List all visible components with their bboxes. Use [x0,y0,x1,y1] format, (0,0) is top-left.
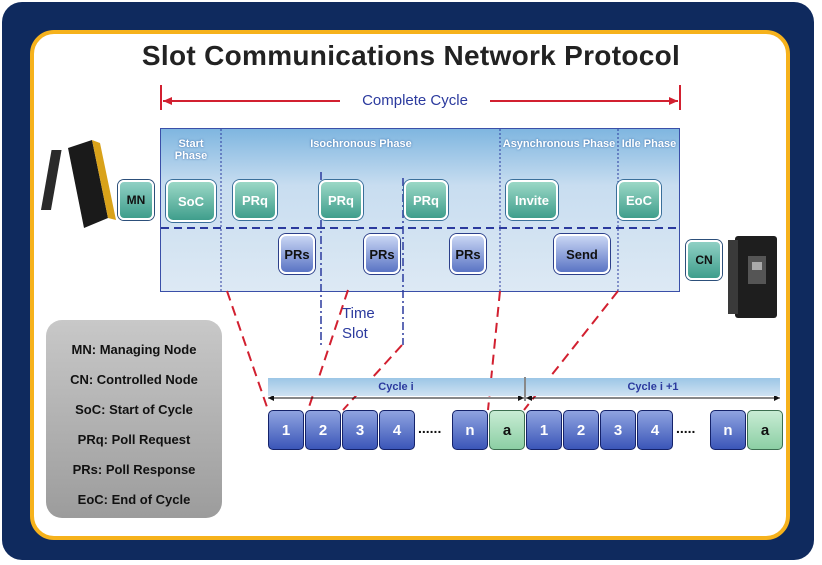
mn-device-icon [40,140,116,228]
cycle-i1-slot-3: 3 [600,410,636,450]
legend-item-eoc: EoC: End of Cycle [77,492,191,507]
cycle-i1-slot-a: a [747,410,783,450]
phase-label-asynchronous: Asynchronous Phase [502,138,616,150]
prq-message-2: PRq [319,180,363,220]
prs-message-2: PRs [364,234,400,274]
arrowhead-right [669,97,678,105]
time-slot-label: Time Slot [342,304,375,344]
legend-item-cn: CN: Controlled Node [70,372,198,387]
prq-message-3: PRq [404,180,448,220]
cycle-i-slot-n: n [452,410,488,450]
prq-message-1: PRq [233,180,277,220]
complete-cycle-label: Complete Cycle [340,92,490,109]
legend-box: MN: Managing Node CN: Controlled Node So… [46,320,222,518]
cycle-i-slot-4: 4 [379,410,415,450]
cycle-i1-label: Cycle i +1 [526,378,780,396]
soc-message: SoC [166,180,216,222]
legend-item-prs: PRs: Poll Response [72,462,196,477]
cycle-i1-slot-1: 1 [526,410,562,450]
cycle-i-label: Cycle i [268,378,524,396]
eoc-message: EoC [617,180,661,220]
cycle-i1-ellipsis: ..... [676,420,696,436]
mn-node: MN [118,180,154,220]
map-line-5 [523,290,619,411]
phase-label-isochronous: Isochronous Phase [310,138,412,150]
cycle-i1-slot-n: n [710,410,746,450]
phase-label-idle: Idle Phase [621,138,677,150]
legend-item-mn: MN: Managing Node [71,342,197,357]
legend-item-prq: PRq: Poll Request [77,432,191,447]
time-slot-line-2: Slot [342,325,368,342]
diagram-title: Slot Communications Network Protocol [141,40,681,71]
cycle-i-slot-1: 1 [268,410,304,450]
cn-node: CN [686,240,722,280]
cycle-i-slot-a: a [489,410,525,450]
map-line-3 [342,344,403,411]
legend-item-soc: SoC: Start of Cycle [75,402,193,417]
invite-message: Invite [506,180,558,220]
cycle-i1-slot-2: 2 [563,410,599,450]
cycle-i1-slot-4: 4 [637,410,673,450]
arrowhead-left [163,97,172,105]
phase-label-start: Start Phase [174,138,208,162]
cycle-i-slot-2: 2 [305,410,341,450]
cycle-i-slot-3: 3 [342,410,378,450]
cycle-i-ellipsis: ...... [418,420,442,436]
prs-message-1: PRs [279,234,315,274]
time-slot-line-1: Time [342,305,375,322]
map-line-1 [226,290,269,411]
cn-device-icon [728,236,777,318]
send-message: Send [554,234,610,274]
prs-message-3: PRs [450,234,486,274]
